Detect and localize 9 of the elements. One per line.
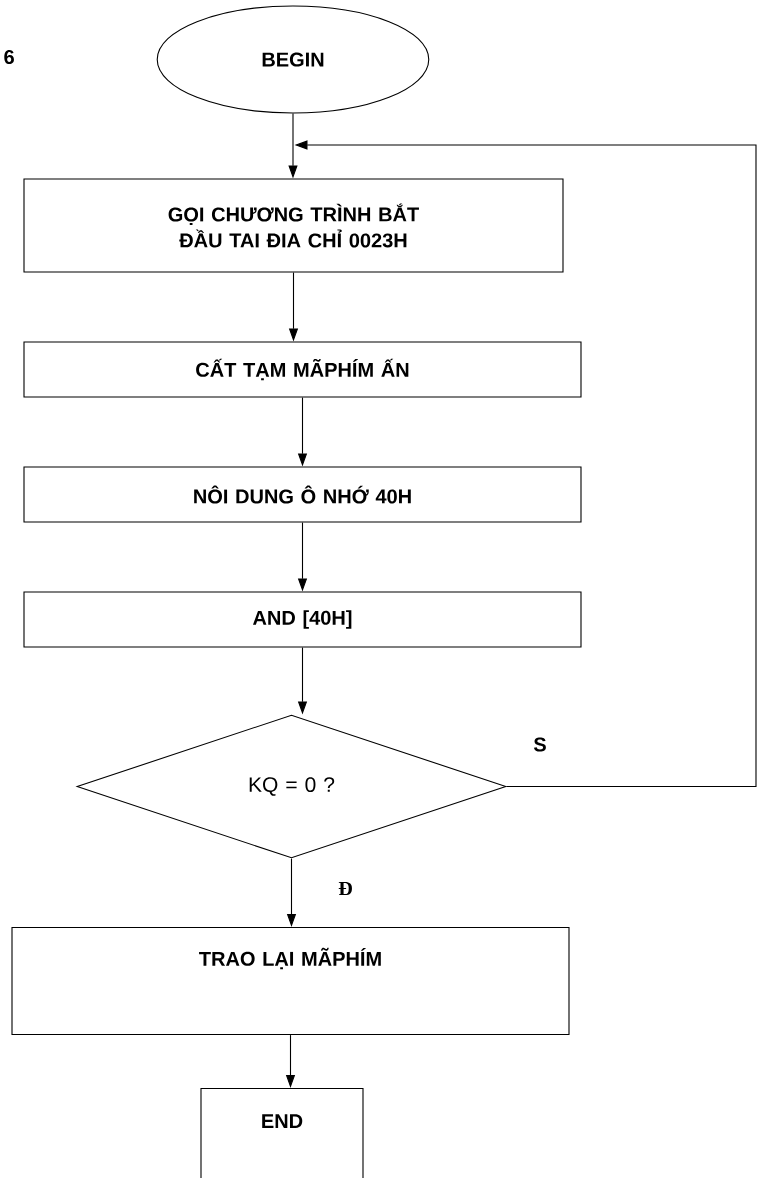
edge-label: S	[532, 736, 548, 753]
process-box: TRAO LẠI MÃPHÍM	[11, 927, 570, 1036]
process-box: CẤT TẠM MÃPHÍM ẤN	[23, 341, 582, 398]
process-box: AND [40H]	[23, 591, 582, 648]
page-number: 6	[4, 49, 14, 65]
process-box: END	[200, 1088, 364, 1178]
edge-label: Đ	[337, 880, 354, 897]
process-box: NÔI DUNG Ô NHỚ 40H	[23, 466, 582, 523]
process-box: GỌI CHƯƠNG TRÌNH BẮT ĐẦU TAI ĐIA CHỈ 0023H	[23, 178, 564, 273]
